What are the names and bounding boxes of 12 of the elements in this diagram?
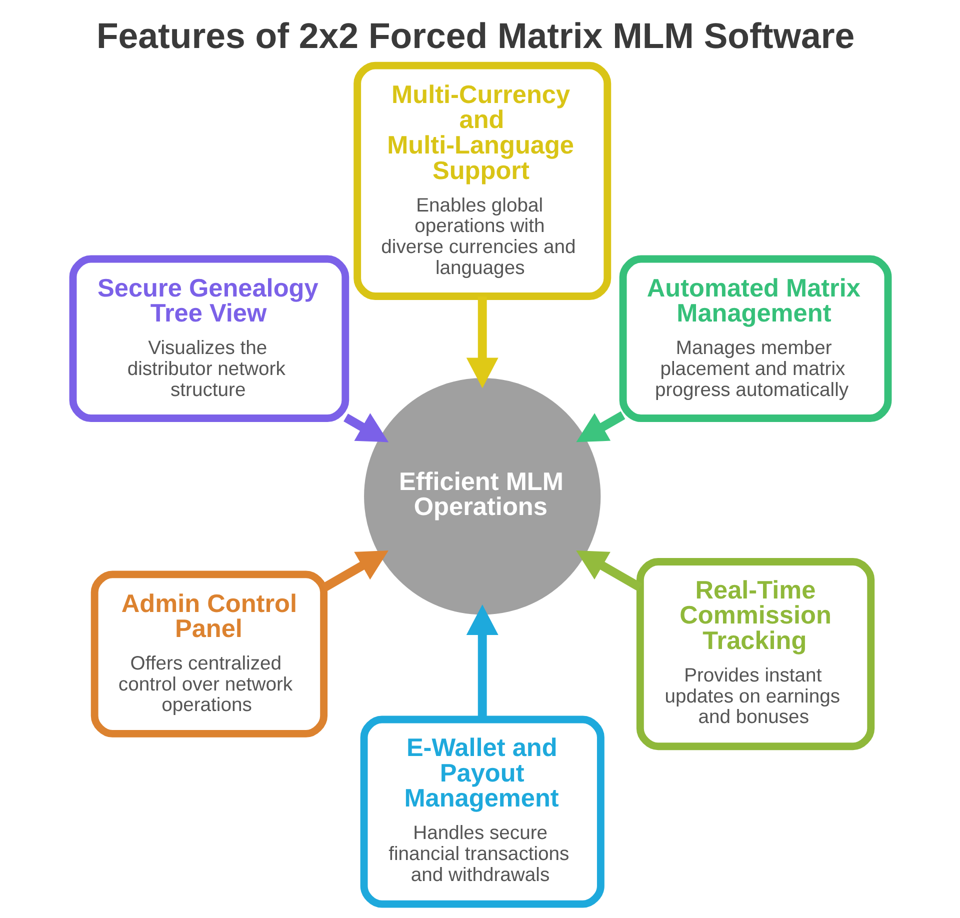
node-circle: Efficient MLM Operations [364, 378, 600, 614]
diagram-title: Features of 2x2 Forced Matrix MLM Software [96, 16, 854, 56]
node-box: Real-Time Commission Tracking Provides instant updates on earnings and bonuses [636, 558, 874, 750]
node-box: Secure Genealogy Tree View Visualizes the distributor network structure [68, 254, 349, 422]
node-box: E-Wallet and Payout Management Handles secure financial transactions and withdrawals [360, 715, 604, 908]
arrow [466, 604, 498, 719]
node-box: Automated Matrix Management Manages member placement and matrix progress automatically [618, 254, 892, 422]
node-box: Multi-Currency and Multi-Language Support Enables global operations with diverse currencies and languages [353, 61, 611, 300]
node-box: Admin Control Panel Offers centralized control over network operations [90, 570, 328, 737]
arrow [576, 410, 625, 442]
arrow [343, 412, 388, 442]
arrow [466, 296, 498, 388]
